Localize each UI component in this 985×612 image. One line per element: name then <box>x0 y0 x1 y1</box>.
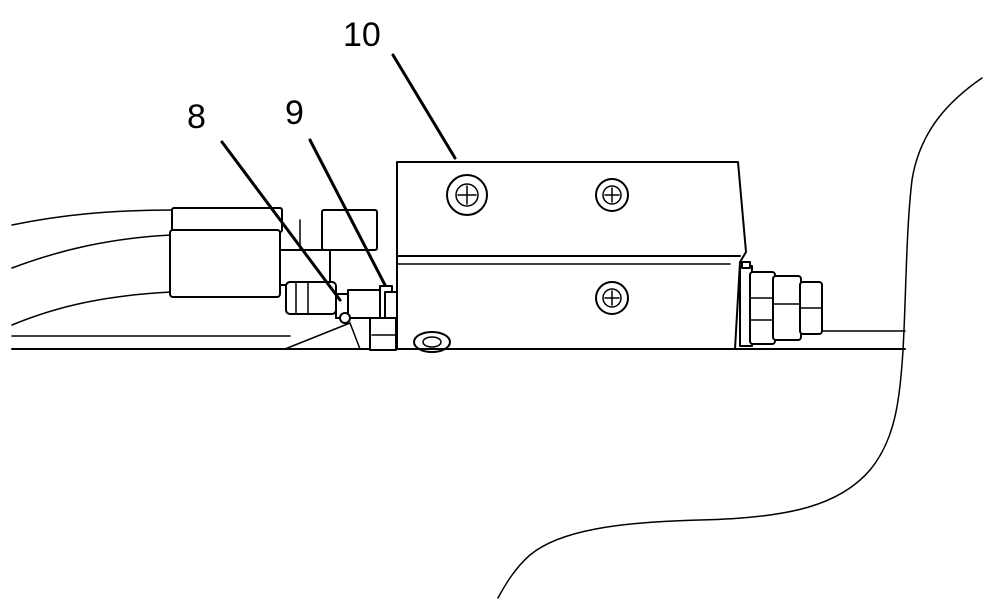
housing-outline <box>497 77 983 599</box>
callout-label-9: 9 <box>285 94 304 132</box>
leader-line-9 <box>308 138 387 287</box>
adapter-9 <box>369 285 398 351</box>
leader-lines <box>220 53 457 302</box>
callout-label-8: 8 <box>187 98 206 136</box>
fitting-8 <box>285 281 384 324</box>
hose-connector <box>169 207 378 298</box>
valve-block-10 <box>396 161 747 353</box>
callout-label-10: 10 <box>343 16 381 54</box>
right-fitting <box>739 261 823 347</box>
hose-bundle <box>11 209 176 326</box>
leader-line-10 <box>391 53 457 160</box>
leader-line-8 <box>220 140 342 302</box>
